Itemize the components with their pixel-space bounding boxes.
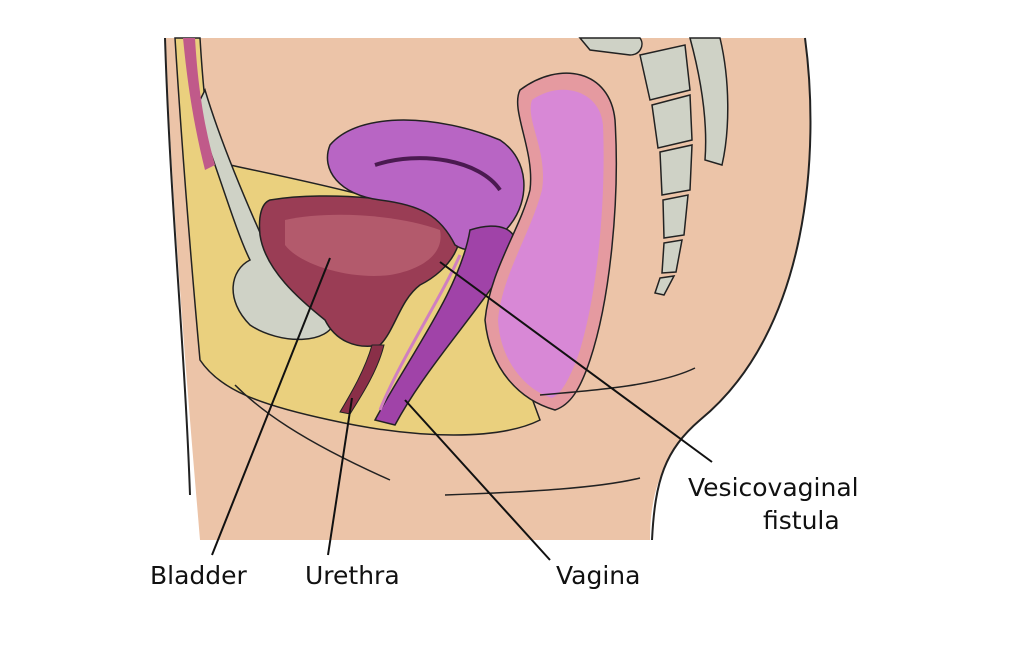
bladder-inner: [285, 214, 441, 276]
urethra-leader-line: [327, 397, 353, 556]
vagina-leader-line: [404, 399, 551, 561]
abdominal-wall: [183, 38, 215, 170]
fistula-leader-line: [439, 261, 713, 463]
body-outline: [651, 37, 812, 541]
spine-vertebrae: [578, 37, 729, 296]
skin-fold: [234, 384, 391, 481]
label-bladder: Bladder: [150, 561, 247, 590]
label-vagina: Vagina: [556, 561, 641, 590]
uterus-cavity: [374, 156, 502, 192]
label-fistula-line2: fistula: [763, 506, 840, 535]
bladder-leader-line: [211, 257, 331, 556]
label-urethra: Urethra: [305, 561, 400, 590]
rectum-organ: [498, 89, 604, 398]
belly-outline: [164, 37, 191, 496]
skin-fold: [539, 367, 696, 396]
label-fistula-line1: Vesicovaginal: [688, 473, 859, 502]
skin-fold: [444, 477, 641, 496]
